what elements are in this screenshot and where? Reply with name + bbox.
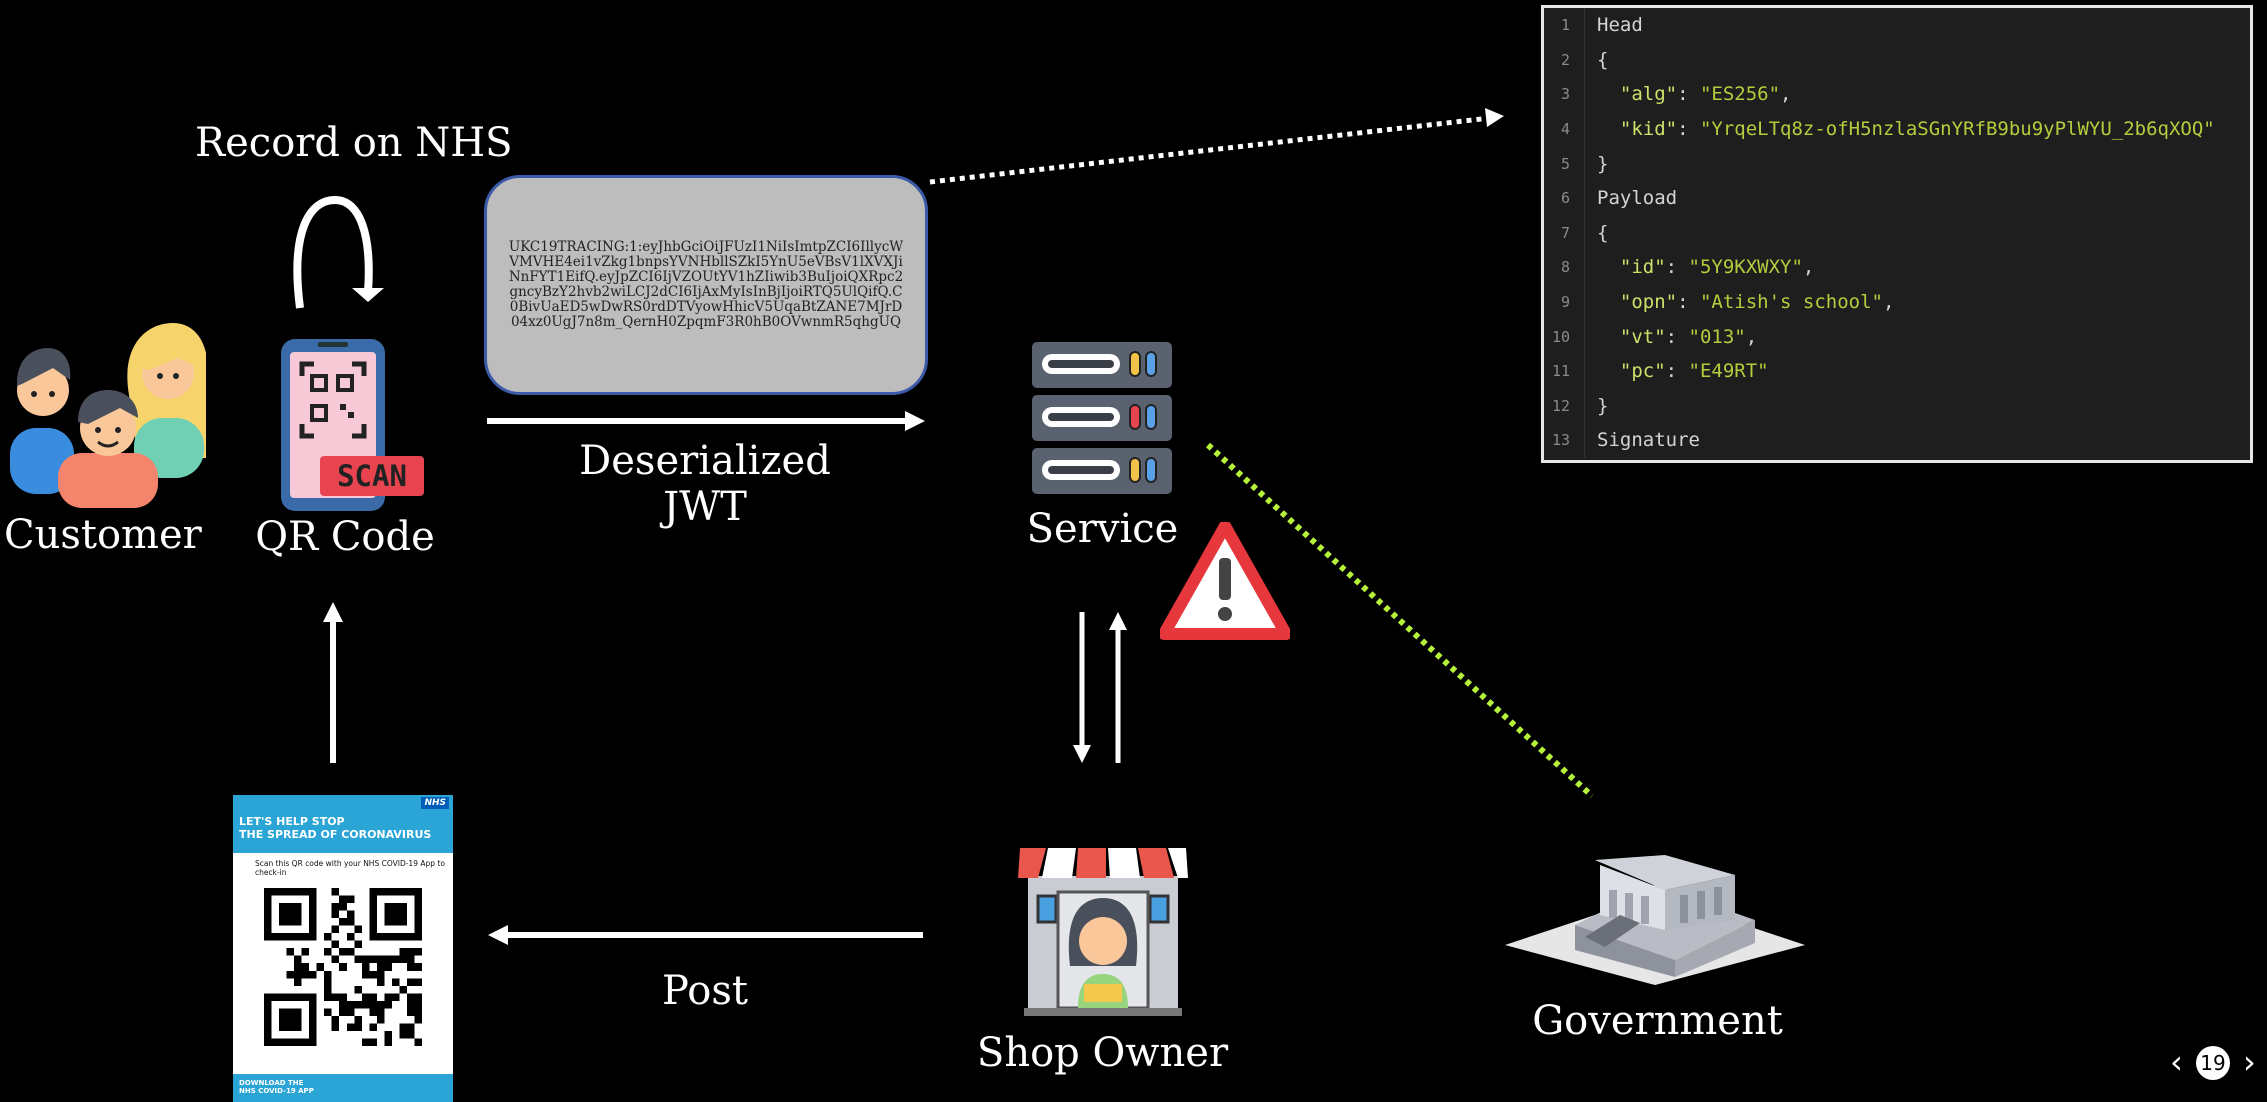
- code-line-content: Head: [1597, 14, 1643, 37]
- code-line: 1 Head: [1544, 8, 2250, 43]
- code-line: 10 "vt": "013",: [1544, 319, 2250, 354]
- code-line: 9 "opn": "Atish's school",: [1544, 284, 2250, 320]
- code-line-number: 9: [1544, 284, 1585, 320]
- server-rack-icon: [1032, 342, 1172, 494]
- deserialized-label-line1: Deserialized: [579, 438, 831, 484]
- poster-download-line2: NHS COVID-19 APP: [239, 1087, 314, 1095]
- service-government-dotted-line: [1205, 442, 1595, 799]
- poster-title-line2: THE SPREAD OF CORONAVIRUS: [239, 828, 432, 841]
- people-group-icon: [10, 323, 206, 508]
- code-line-number: 2: [1544, 42, 1585, 78]
- code-line-number: 12: [1544, 388, 1585, 424]
- service-label: Service: [1026, 506, 1179, 552]
- code-line-number: 6: [1544, 180, 1585, 216]
- code-line-number: 10: [1544, 319, 1585, 354]
- code-line: 12}: [1544, 388, 2250, 424]
- code-line: 8 "id": "5Y9KXWXY",: [1544, 250, 2250, 285]
- code-line-content: "pc": "E49RT": [1597, 360, 1769, 383]
- code-line-number: 8: [1544, 250, 1585, 285]
- shop-owner-icon: [1018, 848, 1188, 1016]
- code-line-content: "vt": "013",: [1597, 325, 1758, 348]
- jwt-token-text: UKC19TRACING:1:eyJhbGciOiJFUzI1NiIsImtpZ…: [508, 239, 904, 330]
- code-line-content: "kid": "YrqeLTq8z-ofH5nzlaSGnYRfB9bu9yPl…: [1597, 118, 2215, 141]
- poster-footer: DOWNLOAD THE NHS COVID-19 APP: [233, 1074, 453, 1102]
- record-on-nhs-label: Record on NHS: [195, 120, 513, 166]
- record-loop-arrow: [293, 195, 373, 309]
- code-line-content: }: [1597, 394, 1609, 417]
- nhs-qr-poster: NHS LET'S HELP STOP THE SPREAD OF CORONA…: [233, 795, 453, 1102]
- prev-slide-icon[interactable]: ‹: [2170, 1043, 2183, 1081]
- code-line-number: 7: [1544, 215, 1585, 251]
- code-line-content: "opn": "Atish's school",: [1597, 291, 1895, 314]
- government-label: Government: [1532, 998, 1783, 1044]
- code-line-content: {: [1597, 221, 1609, 244]
- page-number: 19: [2196, 1046, 2230, 1080]
- code-line-number: 5: [1544, 146, 1585, 181]
- code-line-content: }: [1597, 152, 1609, 175]
- scan-badge-text: SCAN: [337, 459, 407, 493]
- poster-title-line1: LET'S HELP STOP: [239, 815, 345, 828]
- code-line-number: 3: [1544, 77, 1585, 112]
- code-line-number: 13: [1544, 423, 1585, 458]
- government-building-icon: [1505, 855, 1805, 985]
- code-line: 7{: [1544, 215, 2250, 251]
- code-line-number: 1: [1544, 8, 1585, 43]
- jwt-token-box: UKC19TRACING:1:eyJhbGciOiJFUzI1NiIsImtpZ…: [484, 175, 928, 395]
- poster-instruction: Scan this QR code with your NHS COVID-19…: [255, 859, 445, 877]
- dotted-to-code-arrow: [929, 115, 1491, 185]
- code-line-content: Signature: [1597, 429, 1700, 452]
- poster-header: NHS LET'S HELP STOP THE SPREAD OF CORONA…: [233, 795, 453, 853]
- code-line: 13 Signature: [1544, 423, 2250, 458]
- next-slide-icon[interactable]: ›: [2243, 1043, 2256, 1081]
- phone-qr-scan-icon: SCAN: [281, 339, 424, 511]
- nhs-badge: NHS: [421, 797, 449, 809]
- code-line: 4 "kid": "YrqeLTq8z-ofH5nzlaSGnYRfB9bu9y…: [1544, 111, 2250, 147]
- qr-code-label: QR Code: [255, 514, 435, 560]
- code-line-content: "id": "5Y9KXWXY",: [1597, 256, 1815, 279]
- customer-label: Customer: [4, 512, 202, 558]
- qr-code-image: [264, 888, 422, 1046]
- post-label: Post: [662, 968, 748, 1014]
- code-line: 3 "alg": "ES256",: [1544, 77, 2250, 112]
- code-line: 5}: [1544, 146, 2250, 181]
- poster-download: DOWNLOAD THE NHS COVID-19 APP: [239, 1079, 314, 1095]
- deserialized-jwt-label: Deserialized JWT: [560, 438, 850, 530]
- shop-owner-label: Shop Owner: [976, 1030, 1229, 1076]
- code-line-content: {: [1597, 48, 1609, 71]
- deserialized-label-line2: JWT: [663, 484, 747, 530]
- poster-download-line1: DOWNLOAD THE: [239, 1079, 304, 1087]
- code-line-number: 11: [1544, 353, 1585, 389]
- code-line: 11 "pc": "E49RT": [1544, 353, 2250, 389]
- warning-triangle-icon: [1160, 522, 1290, 640]
- poster-title: LET'S HELP STOP THE SPREAD OF CORONAVIRU…: [239, 815, 431, 841]
- code-line: 6 Payload: [1544, 180, 2250, 216]
- code-line-number: 4: [1544, 111, 1585, 147]
- code-line-content: Payload: [1597, 187, 1678, 210]
- code-line-content: "alg": "ES256",: [1597, 83, 1792, 106]
- code-line: 2{: [1544, 42, 2250, 78]
- record-loop-arrowhead: [352, 288, 384, 302]
